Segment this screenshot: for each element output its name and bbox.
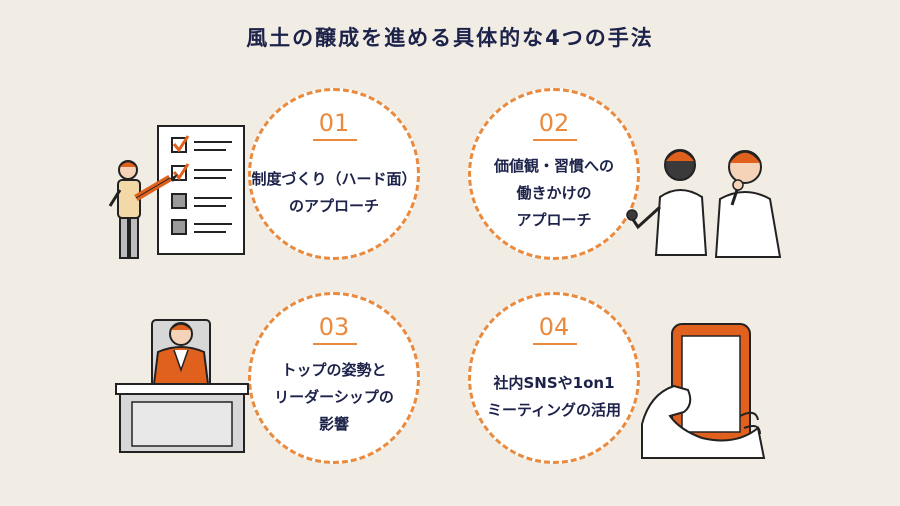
executive-desk-illustration	[115, 319, 249, 453]
number-underline	[313, 343, 357, 345]
smartphone-hand-illustration	[641, 323, 766, 459]
method-label-line: 働きかけの	[516, 183, 592, 202]
method-number: 01	[318, 109, 350, 137]
method-label: 制度づくり（ハード面） のアプローチ	[252, 151, 417, 235]
two-people-illustration	[626, 149, 782, 258]
number-underline	[533, 139, 577, 141]
method-label-line: 影響	[318, 414, 349, 433]
method-number: 03	[318, 313, 350, 341]
method-label-line: リーダーシップの	[274, 387, 394, 406]
method-circle-04: 04 社内SNSや1on1 ミーティングの活用	[468, 292, 640, 464]
method-label: 価値観・習慣への 働きかけの アプローチ	[479, 151, 629, 235]
method-label-line: 社内SNSや1on1	[493, 374, 615, 392]
checklist-person-illustration	[108, 125, 245, 259]
method-label-line: 価値観・習慣への	[493, 156, 614, 175]
method-label: トップの姿勢と リーダーシップの 影響	[259, 355, 409, 439]
method-label-line: アプローチ	[516, 210, 592, 229]
number-underline	[533, 343, 577, 345]
number-underline	[313, 139, 357, 141]
method-label-line: ミーティングの活用	[486, 401, 622, 419]
page-title: 風土の醸成を進める具体的な4つの手法	[246, 26, 654, 50]
method-label-line: のアプローチ	[288, 197, 379, 215]
method-circle-03: 03 トップの姿勢と リーダーシップの 影響	[248, 292, 420, 464]
method-circle-02: 02 価値観・習慣への 働きかけの アプローチ	[468, 88, 640, 260]
method-number: 04	[538, 313, 570, 341]
method-label-line: トップの姿勢と	[281, 360, 387, 379]
method-label-line: 制度づくり（ハード面）	[251, 170, 417, 188]
method-number: 02	[538, 109, 570, 137]
method-label: 社内SNSや1on1 ミーティングの活用	[479, 355, 629, 439]
method-circle-01: 01 制度づくり（ハード面） のアプローチ	[248, 88, 420, 260]
